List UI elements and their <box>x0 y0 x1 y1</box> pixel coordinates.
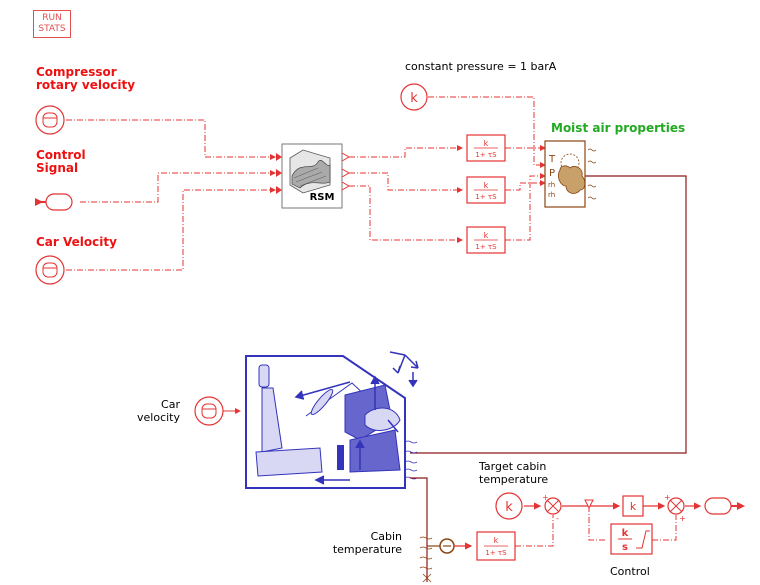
run-stats-line1: RUN <box>42 13 62 23</box>
port-p-label: P <box>549 168 555 179</box>
car-velocity-source-icon[interactable] <box>35 255 65 285</box>
cabin-car-velocity-label: Car velocity <box>136 398 180 424</box>
compressor-label-line1: Compressor <box>36 65 117 79</box>
svg-text:+: + <box>664 493 671 502</box>
control-wires <box>515 506 677 547</box>
port-rh-label: rh <box>548 181 555 189</box>
filter-denominator: 1+ τS <box>475 151 497 159</box>
svg-text:+: + <box>542 493 549 502</box>
constant-pressure-k-label: k <box>410 91 418 106</box>
moist-air-blob-icon <box>558 153 586 194</box>
surface-plot-icon <box>289 149 331 194</box>
branch-point-icon <box>584 499 594 510</box>
moist-air-to-cabin-wire <box>410 175 687 454</box>
target-cabin-line2: temperature <box>479 473 549 486</box>
constant-pressure-label: constant pressure = 1 barA <box>405 60 557 73</box>
constant-pressure-source-icon[interactable]: k <box>400 83 428 111</box>
filter-numerator: k <box>484 139 489 148</box>
summing-junction-icon[interactable]: + - <box>542 493 562 523</box>
ventilation-icon <box>389 351 419 388</box>
filter-block[interactable]: k 1+ τS <box>466 176 506 204</box>
port-t-label: T <box>548 154 556 165</box>
integrator-numerator: k <box>622 528 629 539</box>
integrator-denominator: s <box>622 542 628 553</box>
gain-label: k <box>630 500 637 513</box>
compressor-label-line2: rotary velocity <box>36 78 136 92</box>
target-cabin-temperature-label: Target cabin temperature <box>479 460 548 486</box>
run-stats-line2: STATS <box>38 24 66 34</box>
compressor-source-icon[interactable] <box>35 105 65 135</box>
pedal-icon <box>337 445 344 470</box>
target-k-label: k <box>505 500 513 515</box>
filter-block[interactable]: k 1+ τS <box>466 226 506 254</box>
rsm-label: RSM <box>310 192 335 203</box>
cabin-temperature-label: Cabin temperature <box>330 530 402 556</box>
filter-numerator: k <box>494 536 499 545</box>
filter-block[interactable]: k 1+ τS <box>466 134 506 162</box>
port-rh2-label: rh <box>548 191 555 199</box>
gain-block[interactable]: k <box>622 495 644 517</box>
cabin-ports <box>404 440 418 480</box>
control-signal-source-icon[interactable] <box>35 193 73 211</box>
control-signal-label: Control Signal <box>36 149 86 175</box>
svg-text:-: - <box>556 514 559 523</box>
compressor-label: Compressor rotary velocity <box>36 66 135 92</box>
cabin-filter-block[interactable]: k 1+ τS <box>476 531 516 561</box>
filter-denominator: 1+ τS <box>485 549 507 557</box>
filter-denominator: 1+ τS <box>475 243 497 251</box>
target-temperature-source-icon[interactable]: k <box>495 492 523 520</box>
dashboard-icon <box>305 382 401 473</box>
car-velocity-label: Car Velocity <box>36 235 117 249</box>
cabin-temperature-line1: Cabin <box>370 530 402 543</box>
run-stats-button[interactable]: RUN STATS <box>33 10 71 38</box>
temperature-sensor-icon[interactable] <box>427 538 455 554</box>
control-label: Control <box>610 565 650 578</box>
filter-denominator: 1+ τS <box>475 193 497 201</box>
svg-text:+: + <box>679 514 686 523</box>
cabin-car-velocity-line1: Car <box>161 398 180 411</box>
integrator-block[interactable]: k s <box>610 523 653 555</box>
rsm-block[interactable]: RSM <box>276 143 351 209</box>
control-signal-label-line1: Control <box>36 148 86 162</box>
moist-air-properties-label: Moist air properties <box>551 121 686 135</box>
control-output-icon[interactable] <box>704 497 745 515</box>
filter-numerator: k <box>484 231 489 240</box>
cabin-temperature-line2: temperature <box>332 543 402 556</box>
airflow-arrows-icon <box>294 375 399 485</box>
cabin-car-velocity-line2: velocity <box>137 411 180 424</box>
thermal-port-stack-icon <box>419 536 433 583</box>
moist-air-properties-block[interactable]: T P rh rh <box>544 140 597 208</box>
summing-junction-icon[interactable]: + + <box>664 493 686 523</box>
signal-wires-top <box>66 96 546 271</box>
target-cabin-line1: Target cabin <box>479 460 547 473</box>
control-signal-label-line2: Signal <box>36 161 79 175</box>
cabin-temperature-wire <box>410 477 428 582</box>
car-cabin-block[interactable] <box>245 355 418 489</box>
cabin-car-velocity-source-icon[interactable] <box>194 396 241 426</box>
filter-numerator: k <box>484 181 489 190</box>
car-seat-icon <box>255 364 323 477</box>
